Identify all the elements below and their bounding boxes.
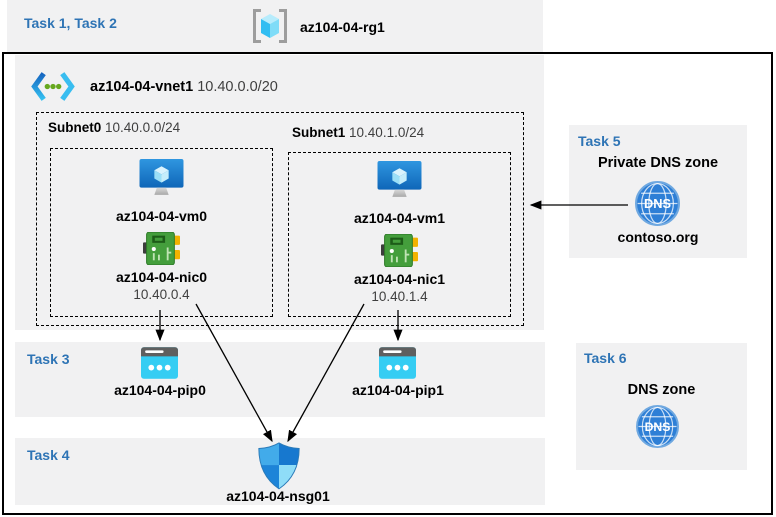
nic-icon xyxy=(381,234,418,267)
task4-label: Task 4 xyxy=(27,447,70,463)
pip0-name: az104-04-pip0 xyxy=(114,382,206,398)
public-ip-icon xyxy=(379,347,416,379)
virtual-network-icon xyxy=(31,72,75,101)
nic1-ip: 10.40.1.4 xyxy=(371,289,428,304)
task5-label: Task 5 xyxy=(578,133,621,149)
subnet0-cidr: 10.40.0.0/24 xyxy=(105,120,181,135)
vnet-cidr: 10.40.0.0/20 xyxy=(197,79,278,95)
subnet1-label: Subnet1 10.40.1.0/24 xyxy=(292,125,424,140)
nic-icon xyxy=(143,232,180,265)
task5-box: Task 5 Private DNS zone contoso.org xyxy=(569,125,747,258)
vm-icon xyxy=(377,161,422,202)
private-dns-zone-name: contoso.org xyxy=(617,229,699,245)
pip1-name: az104-04-pip1 xyxy=(352,382,444,398)
public-ip-icon xyxy=(141,347,178,379)
dns-zone-title: DNS zone xyxy=(627,382,696,398)
task-1-2-label: Task 1, Task 2 xyxy=(24,15,117,31)
vnet-title: az104-04-vnet1 10.40.0.0/20 xyxy=(90,79,278,95)
subnet1-name: Subnet1 xyxy=(292,125,346,140)
nic1-name: az104-04-nic1 xyxy=(353,271,446,287)
task3-label: Task 3 xyxy=(27,351,70,367)
subnet0-label: Subnet0 10.40.0.0/24 xyxy=(48,120,180,135)
nic0-ip: 10.40.0.4 xyxy=(133,287,190,302)
resource-group-icon xyxy=(253,9,287,43)
subnet1-box: az104-04-vm1 az104-04-nic1 10.40.1.4 xyxy=(288,152,511,317)
nsg-shield-icon xyxy=(258,442,300,490)
nsg-name: az104-04-nsg01 xyxy=(226,488,330,504)
vnet-container xyxy=(15,55,544,330)
task3-band: Task 3 xyxy=(15,342,545,417)
task6-box: Task 6 DNS zone xyxy=(576,343,747,470)
vm1-name: az104-04-vm1 xyxy=(353,210,446,226)
dns-zone-icon xyxy=(635,181,680,226)
resource-group-name: az104-04-rg1 xyxy=(300,19,385,35)
nic0-name: az104-04-nic0 xyxy=(115,269,208,285)
subnet1-cidr: 10.40.1.0/24 xyxy=(349,125,425,140)
subnet0-box: az104-04-vm0 az104-04-nic0 10.40.0.4 xyxy=(50,148,273,317)
vm-icon xyxy=(139,159,184,200)
vm0-name: az104-04-vm0 xyxy=(115,208,208,224)
vnet-name: az104-04-vnet1 xyxy=(90,79,194,95)
dns-zone-icon xyxy=(636,405,679,448)
task6-label: Task 6 xyxy=(584,350,627,366)
subnets-boundary xyxy=(36,112,524,326)
subnet0-name: Subnet0 xyxy=(48,120,102,135)
private-dns-zone-title: Private DNS zone xyxy=(597,155,719,171)
resource-group-band: Task 1, Task 2 az104-04-rg1 xyxy=(7,0,543,52)
